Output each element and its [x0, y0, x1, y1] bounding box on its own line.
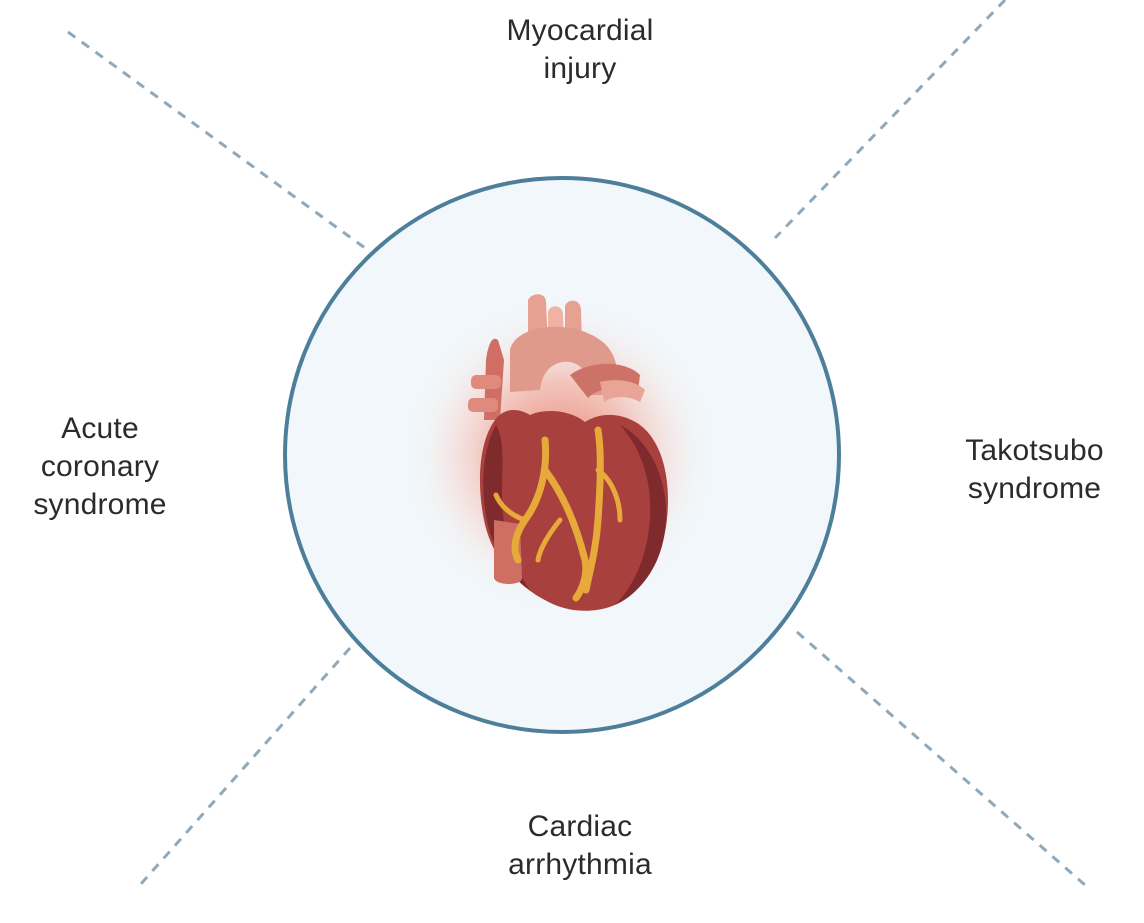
- connector-line-bottom-left: [140, 648, 350, 885]
- label-myocardial-injury-line2: injury: [420, 50, 740, 88]
- label-cardiac-arrhythmia-line1: Cardiac: [420, 808, 740, 846]
- label-takotsubo-syndrome-line1: Takotsubo: [925, 432, 1144, 470]
- label-myocardial-injury-line1: Myocardial: [420, 12, 740, 50]
- connector-line-bottom-right: [797, 632, 1085, 885]
- label-takotsubo-syndrome: Takotsubo syndrome: [925, 432, 1144, 508]
- connector-line-top-left: [68, 32, 365, 248]
- label-myocardial-injury: Myocardial injury: [420, 12, 740, 88]
- label-acute-coronary-syndrome-line3: syndrome: [0, 486, 200, 524]
- label-acute-coronary-syndrome-line1: Acute: [0, 410, 200, 448]
- label-cardiac-arrhythmia: Cardiac arrhythmia: [420, 808, 740, 884]
- label-cardiac-arrhythmia-line2: arrhythmia: [420, 846, 740, 884]
- label-acute-coronary-syndrome: Acute coronary syndrome: [0, 410, 200, 524]
- connector-line-top-right: [775, 0, 1005, 238]
- label-takotsubo-syndrome-line2: syndrome: [925, 470, 1144, 508]
- label-acute-coronary-syndrome-line2: coronary: [0, 448, 200, 486]
